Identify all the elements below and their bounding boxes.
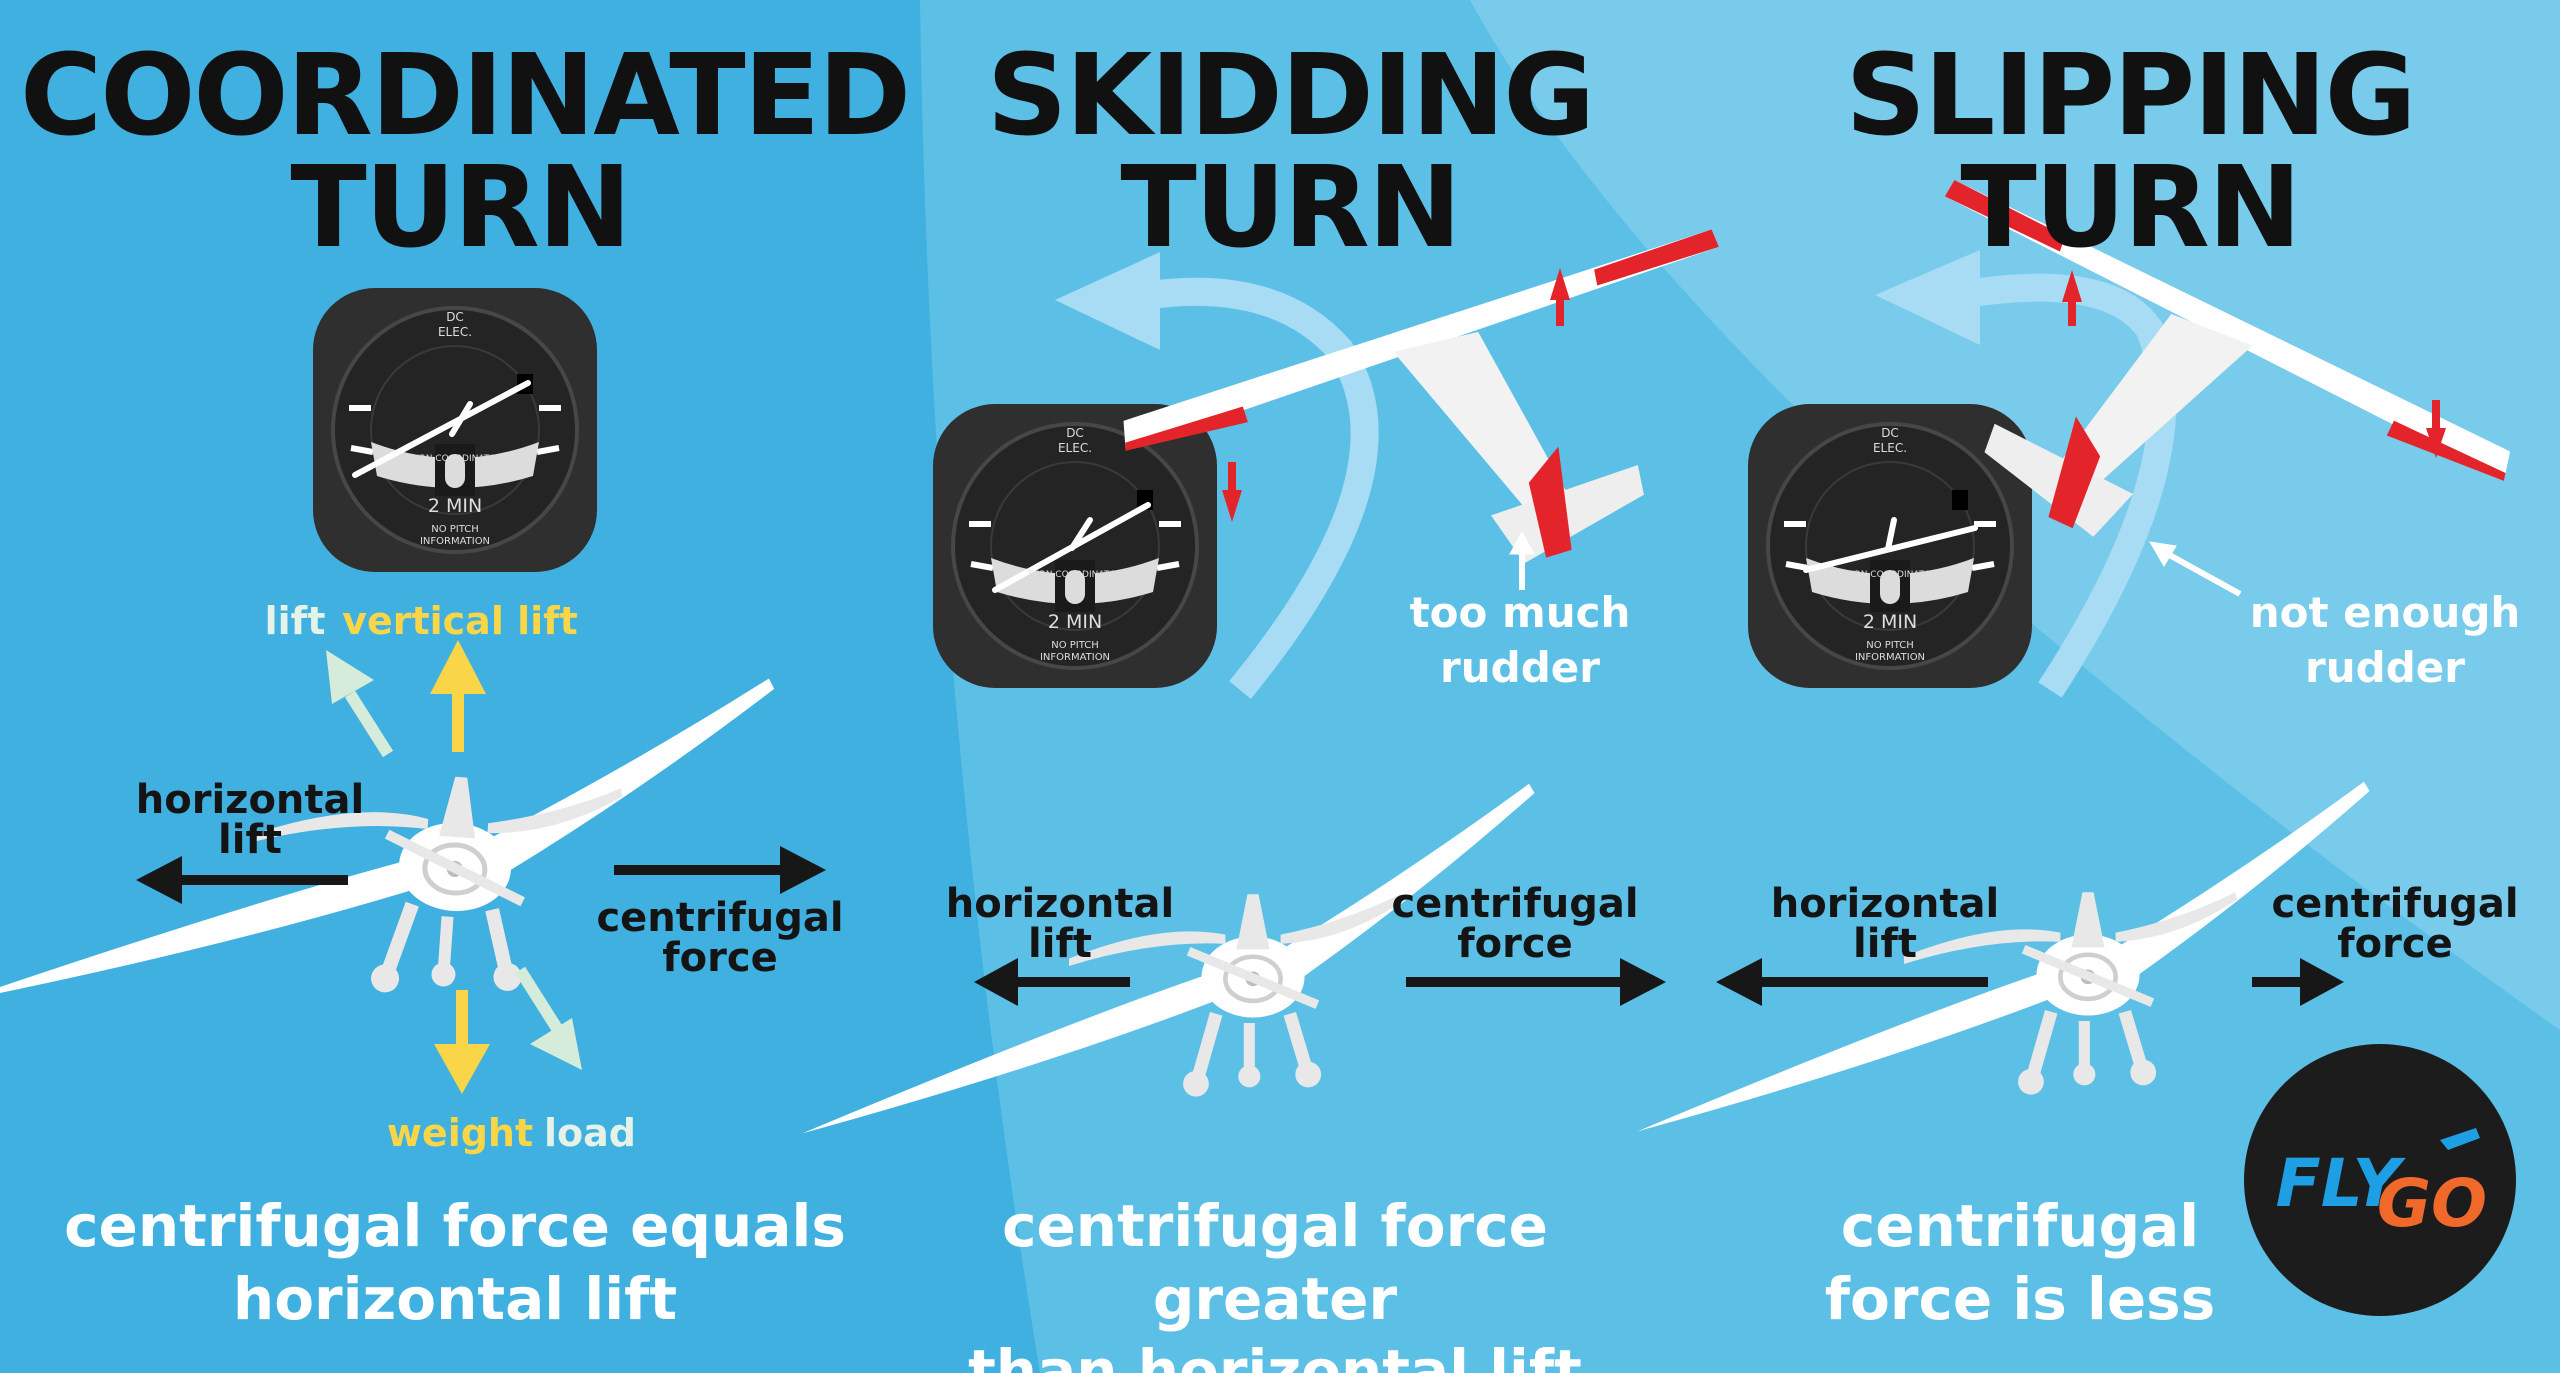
horizontal-lift-2-line1: horizontal xyxy=(945,881,1175,927)
not-enough-rudder-label: not enough rudder xyxy=(2220,586,2550,695)
caption-skidding: centrifugal force greater than horizonta… xyxy=(870,1190,1680,1373)
title-skidding: SKIDDING TURN xyxy=(860,40,1720,264)
weight-label: weight xyxy=(386,1111,534,1155)
gauge-2-information-text: INFORMATION xyxy=(1040,652,1110,663)
gauge-1-information-text: INFORMATION xyxy=(420,536,490,547)
horizontal-lift-1-line2: lift xyxy=(218,817,282,863)
lift-label: lift xyxy=(264,599,326,643)
gauge-1-2min-text: 2 MIN xyxy=(428,495,482,517)
title-slipping-line2: TURN xyxy=(1960,143,2301,273)
caption-slipping-line2: force is less xyxy=(1824,1264,2216,1333)
centrifugal-3-line1: centrifugal xyxy=(2271,881,2519,927)
gauge-1-no-pitch-text: NO PITCH xyxy=(431,524,479,535)
gauge-3-elec-text: ELEC. xyxy=(1873,441,1907,455)
centrifugal-1-line1: centrifugal xyxy=(596,895,844,941)
gauge-2-dc-text: DC xyxy=(1066,426,1084,440)
gauge-2-elec-text: ELEC. xyxy=(1058,441,1092,455)
centrifugal-force-label-1: centrifugal force xyxy=(590,898,850,978)
caption-slipping: centrifugal force is less xyxy=(1760,1190,2280,1335)
gauge-1-dc-elec-text: DC xyxy=(446,310,464,324)
caption-coordinated: centrifugal force equals horizontal lift xyxy=(40,1190,870,1335)
centrifugal-force-label-2: centrifugal force xyxy=(1380,884,1650,964)
gauge-2-coordinator-text: TURN COORDINATOR xyxy=(1026,570,1122,580)
horizontal-lift-label-2: horizontal lift xyxy=(940,884,1180,964)
centrifugal-force-label-3: centrifugal force xyxy=(2260,884,2530,964)
gauge-2-no-pitch-text: NO PITCH xyxy=(1051,640,1099,651)
title-coordinated-line2: TURN xyxy=(290,143,631,273)
gauge-2-2min-text: 2 MIN xyxy=(1048,611,1102,633)
not-enough-rudder-line1: not enough xyxy=(2249,588,2521,637)
too-much-rudder-label: too much rudder xyxy=(1370,586,1670,695)
title-slipping: SLIPPING TURN xyxy=(1700,40,2560,264)
horizontal-lift-3-line2: lift xyxy=(1853,921,1917,967)
title-slipping-line1: SLIPPING xyxy=(1845,31,2416,161)
title-coordinated-line1: COORDINATED xyxy=(20,31,911,161)
logo-go-text: GO xyxy=(2377,1165,2487,1242)
horizontal-lift-2-line2: lift xyxy=(1028,921,1092,967)
title-skidding-line2: TURN xyxy=(1120,143,1461,273)
caption-coordinated-line1: centrifugal force equals xyxy=(64,1192,846,1260)
title-skidding-line1: SKIDDING xyxy=(986,31,1595,161)
caption-skidding-line2: than horizontal lift xyxy=(968,1337,1582,1373)
caption-coordinated-line2: horizontal lift xyxy=(232,1264,678,1333)
caption-skidding-line1: centrifugal force greater xyxy=(1002,1192,1548,1333)
centrifugal-2-line1: centrifugal xyxy=(1391,881,1639,927)
load-label: load xyxy=(544,1111,636,1155)
too-much-rudder-line1: too much xyxy=(1409,588,1631,637)
centrifugal-3-line2: force xyxy=(2337,921,2453,967)
caption-slipping-line1: centrifugal xyxy=(1840,1192,2200,1260)
gauge-3-dc-text: DC xyxy=(1881,426,1899,440)
horizontal-lift-label-3: horizontal lift xyxy=(1765,884,2005,964)
gauge-3-coordinator-text: TURN COORDINATOR xyxy=(1841,570,1937,580)
gauge-1-coordinator-text: TURN COORDINATOR xyxy=(406,454,502,464)
gauge-3-no-pitch-text: NO PITCH xyxy=(1866,640,1914,651)
horizontal-lift-label-1: horizontal lift xyxy=(130,780,370,860)
centrifugal-2-line2: force xyxy=(1457,921,1573,967)
logo-fly-text: FLY xyxy=(2276,1145,2407,1222)
gauge-3-information-text: INFORMATION xyxy=(1855,652,1925,663)
vertical-lift-label: vertical lift xyxy=(342,599,578,643)
title-coordinated: COORDINATED TURN xyxy=(20,31,911,273)
centrifugal-1-line2: force xyxy=(662,935,778,981)
airplane-icon xyxy=(2440,1128,2480,1150)
horizontal-lift-3-line1: horizontal xyxy=(1770,881,2000,927)
horizontal-lift-1-line1: horizontal xyxy=(135,777,365,823)
not-enough-rudder-line2: rudder xyxy=(2305,642,2465,692)
gauge-3-2min-text: 2 MIN xyxy=(1863,611,1917,633)
gauge-1-elec-text: ELEC. xyxy=(438,325,472,339)
too-much-rudder-line2: rudder xyxy=(1440,642,1600,692)
